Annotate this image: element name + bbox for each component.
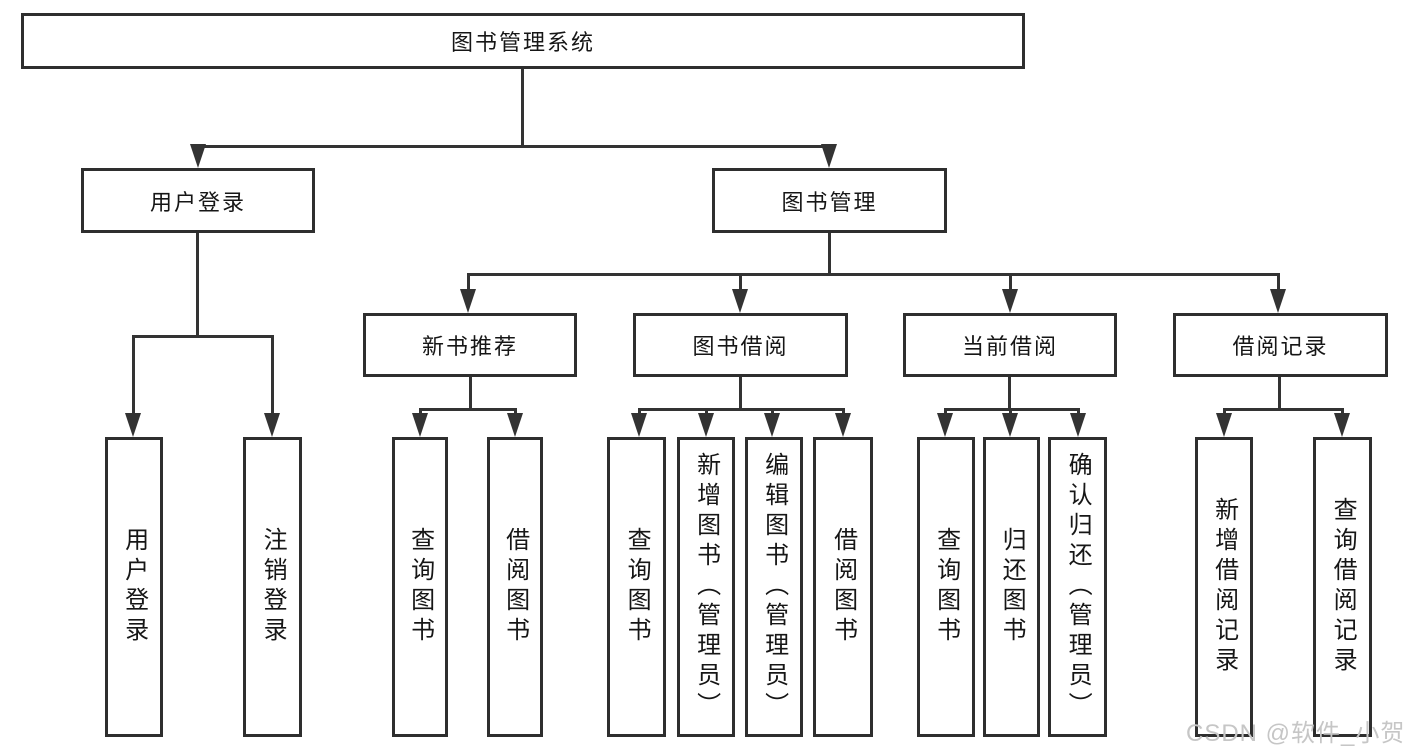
node-label: 查询借阅记录 [1329, 497, 1357, 677]
node-label: 用户登录 [120, 527, 148, 647]
node-book-management: 图书管理 [712, 168, 947, 233]
node-borrowing-records: 借阅记录 [1173, 313, 1388, 377]
connector-line-vertical [1009, 276, 1012, 292]
leaf-query-books-borrow: 查询图书 [607, 437, 666, 737]
leaf-add-borrow-record: 新增借阅记录 [1195, 437, 1253, 737]
node-new-book-recommendation: 新书推荐 [363, 313, 577, 377]
node-book-borrowing: 图书借阅 [633, 313, 848, 377]
connector-line-horizontal [638, 408, 845, 411]
node-user-login: 用户登录 [81, 168, 315, 233]
arrow-down-icon [835, 413, 851, 437]
node-label: 图书管理系统 [450, 30, 595, 55]
connector-line-vertical [828, 233, 831, 276]
node-label: 归还图书 [998, 527, 1026, 647]
arrow-down-icon [698, 413, 714, 437]
node-library-management-system: 图书管理系统 [21, 13, 1025, 69]
connector-line-vertical [132, 337, 135, 415]
node-label: 查询图书 [932, 527, 960, 647]
connector-line-vertical [739, 276, 742, 292]
node-label: 查询图书 [406, 527, 434, 647]
node-label: 借阅记录 [1232, 334, 1329, 359]
arrow-down-icon [764, 413, 780, 437]
node-label: 注销登录 [259, 527, 287, 647]
leaf-add-books-admin: 新增图书（管理员） [677, 437, 735, 737]
node-label: 新书推荐 [421, 334, 518, 359]
arrow-down-icon [1070, 413, 1086, 437]
leaf-return-books: 归还图书 [983, 437, 1040, 737]
arrow-down-icon [507, 413, 523, 437]
arrow-down-icon [631, 413, 647, 437]
node-label: 确认归还（管理员） [1064, 452, 1092, 722]
node-label: 借阅图书 [501, 527, 529, 647]
arrow-down-icon [190, 144, 206, 168]
connector-line-horizontal [1223, 408, 1344, 411]
connector-line-horizontal [132, 335, 274, 338]
node-label: 用户登录 [149, 189, 246, 215]
watermark: CSDN @软件_小贺同学 [1186, 720, 1405, 747]
arrow-down-icon [821, 144, 837, 168]
node-label: 新增图书（管理员） [692, 452, 720, 722]
leaf-query-borrow-record: 查询借阅记录 [1313, 437, 1372, 737]
leaf-confirm-return-admin: 确认归还（管理员） [1048, 437, 1107, 737]
arrow-down-icon [937, 413, 953, 437]
arrow-down-icon [1334, 413, 1350, 437]
leaf-edit-books-admin: 编辑图书（管理员） [745, 437, 803, 737]
node-label: 图书管理 [781, 189, 878, 215]
node-label: 图书借阅 [692, 334, 789, 359]
connector-line-horizontal [944, 408, 1080, 411]
connector-line-vertical [469, 377, 472, 411]
node-label: 借阅图书 [829, 527, 857, 647]
arrow-down-icon [1216, 413, 1232, 437]
arrow-down-icon [264, 413, 280, 437]
connector-line-vertical [196, 233, 199, 338]
node-label: 查询图书 [623, 527, 651, 647]
node-current-borrowing: 当前借阅 [903, 313, 1117, 377]
arrow-down-icon [732, 289, 748, 313]
leaf-query-books-recommend: 查询图书 [392, 437, 448, 737]
connector-line-vertical [739, 377, 742, 411]
connector-line-horizontal [467, 273, 1280, 276]
arrow-down-icon [125, 413, 141, 437]
arrow-down-icon [460, 289, 476, 313]
connector-line-horizontal [197, 145, 831, 148]
arrow-down-icon [412, 413, 428, 437]
connector-line-horizontal [419, 408, 517, 411]
leaf-query-books-current: 查询图书 [917, 437, 975, 737]
connector-line-vertical [271, 337, 274, 415]
leaf-borrow-books-recommend: 借阅图书 [487, 437, 543, 737]
arrow-down-icon [1002, 289, 1018, 313]
node-label: 当前借阅 [961, 334, 1058, 359]
connector-line-vertical [467, 276, 470, 292]
leaf-borrow-books: 借阅图书 [813, 437, 873, 737]
leaf-user-login: 用户登录 [105, 437, 163, 737]
connector-line-vertical [521, 69, 524, 148]
arrow-down-icon [1002, 413, 1018, 437]
connector-line-vertical [1277, 276, 1280, 292]
leaf-logout: 注销登录 [243, 437, 302, 737]
arrow-down-icon [1270, 289, 1286, 313]
connector-line-vertical [1008, 377, 1011, 411]
connector-line-vertical [1278, 377, 1281, 411]
node-label: 新增借阅记录 [1210, 497, 1238, 677]
node-label: 编辑图书（管理员） [760, 452, 788, 722]
